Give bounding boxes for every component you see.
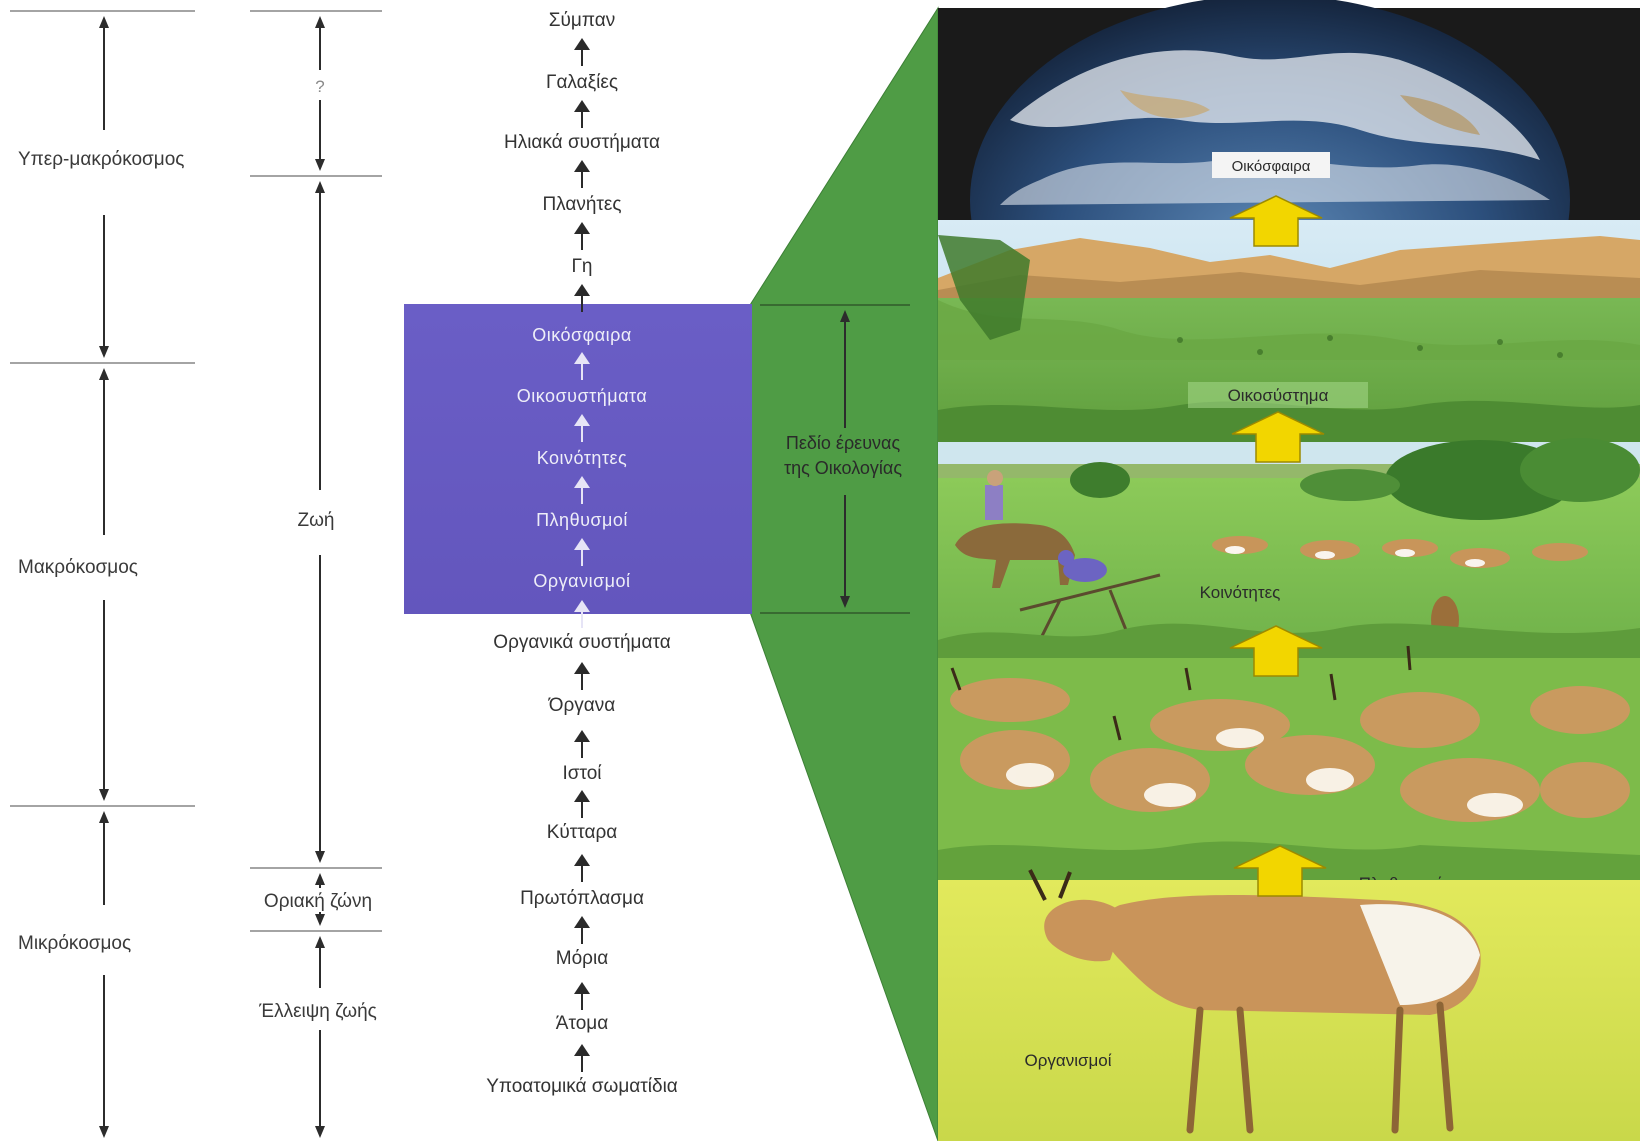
up-arrow-icon	[574, 38, 590, 66]
level-populations: Πληθυσμοί	[536, 510, 628, 530]
ecology-field-label-line2: της Οικολογίας	[784, 458, 902, 478]
up-arrow-icon	[574, 916, 590, 944]
level-protoplasm: Πρωτόπλασμα	[520, 888, 644, 909]
panel-label-ecosphere: Οικόσφαιρα	[1232, 158, 1311, 175]
level-molecules: Μόρια	[556, 948, 608, 969]
scale-label-hyper-macrocosm: Υπερ-μακρόκοσμος	[18, 149, 184, 170]
panel-organisms: Οργανισμοί	[938, 870, 1640, 1141]
level-solar-systems: Ηλιακά συστήματα	[504, 132, 660, 153]
scale-label-absence-of-life: Έλλειψη ζωής	[258, 1001, 377, 1022]
scale-label-macrocosm: Μακρόκοσμος	[18, 557, 138, 578]
level-ecosphere: Οικόσφαιρα	[532, 325, 632, 345]
up-arrow-icon	[574, 1044, 590, 1072]
up-arrow-icon	[574, 982, 590, 1010]
level-earth: Γη	[571, 256, 592, 277]
level-planets: Πλανήτες	[542, 194, 621, 215]
scale-label-unknown: ?	[315, 77, 324, 96]
level-universe: Σύμπαν	[549, 10, 615, 31]
panel-label-organisms: Οργανισμοί	[1024, 1051, 1111, 1070]
level-tissues: Ιστοί	[562, 763, 602, 784]
level-cells: Κύτταρα	[547, 822, 618, 843]
up-arrow-icon	[574, 222, 590, 250]
level-atoms: Άτομα	[556, 1013, 608, 1034]
up-arrow-icon	[574, 100, 590, 128]
panel-label-ecosystem: Οικοσύστημα	[1228, 386, 1329, 405]
panel-ecosystem: Οικοσύστημα	[938, 220, 1640, 442]
level-ecosystems: Οικοσυστήματα	[517, 386, 648, 406]
scale-column-1: Υπερ-μακρόκοσμος Μακρόκοσμος Μικρόκοσμος	[10, 11, 195, 1132]
illustration-panels: Οικόσφαιρα Οικοσύστημα	[938, 0, 1640, 1141]
ecology-field-label-line1: Πεδίο έρευνας	[786, 433, 901, 453]
level-organ-systems: Οργανικά συστήματα	[493, 632, 670, 653]
panel-communities: Κοινότητες	[938, 438, 1640, 658]
up-arrow-icon	[574, 730, 590, 758]
level-organisms: Οργανισμοί	[533, 571, 630, 591]
up-arrow-icon	[574, 790, 590, 818]
up-arrow-icon	[574, 854, 590, 882]
up-arrow-icon	[574, 662, 590, 690]
scale-column-2: ? Ζωή Οριακή ζώνη Έλλειψη ζωής	[250, 11, 382, 1132]
level-galaxies: Γαλαξίες	[546, 72, 618, 93]
scale-label-boundary-zone: Οριακή ζώνη	[264, 891, 372, 912]
level-organs: Όργανα	[548, 695, 616, 716]
level-communities: Κοινότητες	[537, 448, 627, 468]
up-arrow-icon	[574, 160, 590, 188]
level-subatomic-particles: Υποατομικά σωματίδια	[486, 1076, 678, 1097]
panel-label-communities: Κοινότητες	[1200, 583, 1281, 602]
scale-label-microcosm: Μικρόκοσμος	[18, 933, 131, 954]
scale-label-life: Ζωή	[297, 510, 334, 531]
